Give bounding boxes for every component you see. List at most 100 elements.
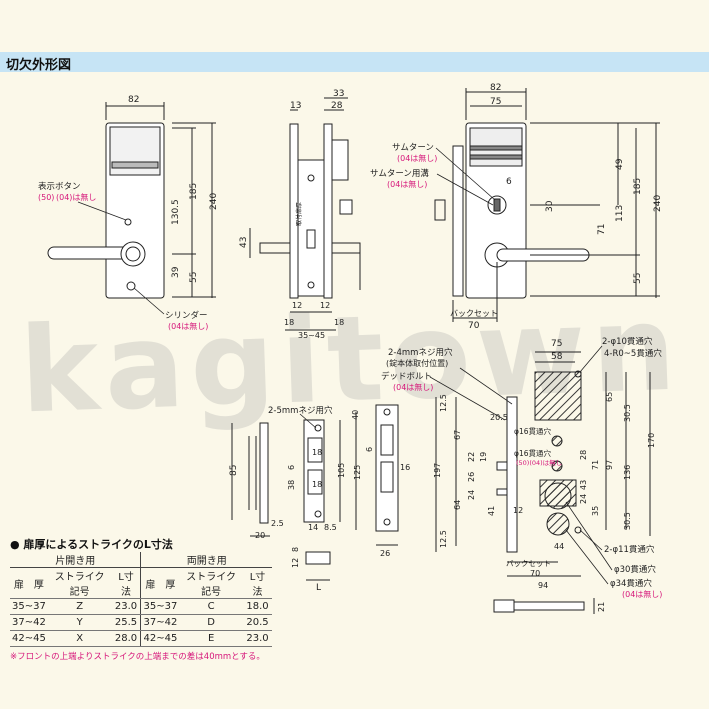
strike-dim-38: 38 [287,480,296,490]
mortise-dim-67: 67 [453,430,462,440]
front-view [47,102,216,299]
mortise-dim-41: 41 [487,506,496,516]
table-cell: 20.5 [242,614,272,631]
front-dim-240: 240 [209,193,219,210]
back-dim-49: 49 [615,158,625,170]
side-dim-43: 43 [239,237,249,248]
strike-dim-8: 8 [291,547,300,552]
strike-table: ● 扉厚によるストライクのL寸法 片開き用 両開き用 扉 厚 ストライク記号 L… [10,538,272,662]
front-dim-39: 39 [171,266,181,278]
thumb-label: サムターン [392,143,434,153]
table-cell: C [179,598,243,615]
strike-table-title: ● 扉厚によるストライクのL寸法 [10,538,173,551]
front-width-dim: 82 [128,95,139,105]
mortise-dim-12: 12 [513,506,523,515]
strike-dim-2-5: 2.5 [271,519,284,528]
table-header: 扉 厚 [140,567,180,599]
back-view [434,88,660,322]
mortise-screw-label-b: (錠本体取付位置) [386,358,448,368]
group-single: 片開き用 [10,552,141,568]
table-header: L寸法 [242,567,272,599]
table-cell: 35~37 [140,598,180,615]
back-backset-value: 70 [468,321,480,331]
mortise-dim-97: 97 [605,460,614,470]
table-cell: 28.0 [111,630,141,647]
mortise-backset-label: バックセット [506,559,551,568]
side-dim-18b: 18 [334,318,344,327]
strike-table-grid: 片開き用 両開き用 扉 厚 ストライク記号 L寸法 扉 厚 ストライク記号 L寸… [10,552,272,647]
mortise-dim-94: 94 [538,581,548,590]
side-dim-12b: 12 [320,301,330,310]
mortise-dim-28: 28 [579,450,588,460]
front-dim-130: 130.5 [171,199,181,225]
deadbolt-note: (04は無し) [393,382,433,392]
strike-dim-26: 26 [380,549,390,558]
mortise-dim-43: 43 [579,480,588,490]
strike-L-label: L [316,583,321,593]
table-cell: 37~42 [10,614,48,631]
table-cell: 23.0 [242,630,272,647]
mortise-dim-22: 22 [467,452,476,462]
hole-30-label: φ30貫通穴 [614,564,656,575]
side-view [249,97,361,331]
back-dim-113: 113 [615,205,625,222]
thumb-groove-note: (04は無し) [387,179,427,189]
mortise-dim-19: 19 [479,452,488,462]
table-cell: 42~45 [140,630,180,647]
hole-16b-note: (50)(04)は無し [516,458,562,467]
table-row: 35~37 Z 23.0 35~37 C 18.0 [10,598,272,615]
mortise-screw-label-a: 2-4mmネジ用穴 [388,347,453,358]
side-dim-12a: 12 [292,301,302,310]
indicator-note-a: (50) [38,193,54,202]
back-dim-75: 75 [490,97,501,107]
strike-dim-12: 12 [291,558,300,568]
mortise-dim-30-5b: 30.5 [623,512,632,530]
hole-r0-label: 4-R0~5貫通穴 [604,348,662,359]
hole-16b-label: φ16貫通穴 [514,448,551,458]
strike-dim-16: 16 [400,463,410,472]
mortise-dim-26: 26 [467,472,476,482]
table-cell: X [47,630,112,647]
mortise-dim-20-5: 20.5 [490,413,508,422]
mortise-dim-44: 44 [554,542,564,551]
table-cell: Y [47,614,112,631]
back-dim-55: 55 [633,273,643,284]
mount-label: 取付扉厚 [295,202,303,226]
cylinder-note: (04は無し) [168,321,208,331]
mortise-dim-70: 70 [530,569,540,578]
table-header: 扉 厚 [10,567,48,599]
side-dim-28: 28 [331,101,343,111]
mortise-dim-71: 71 [591,460,600,470]
table-cell: 35~37 [10,598,48,615]
table-header: L寸法 [111,567,141,599]
hole-10-label: 2-φ10貫通穴 [602,336,653,347]
cylinder-label: シリンダー [165,310,208,321]
thumb-groove-label: サムターン用溝 [370,168,429,179]
mortise-dim-12-5b: 12.5 [439,530,448,548]
hole-16a-label: φ16貫通穴 [514,426,551,436]
strike-table-note: ※フロントの上端よりストライクの上端までの差は40mmとする。 [10,652,265,662]
lever-rosette [120,241,146,267]
mortise-dim-21: 21 [597,602,606,612]
hole-34-note: (04は無し) [622,589,662,599]
mortise-dim-197: 197 [433,463,442,478]
back-dim-240: 240 [653,195,663,212]
mortise-dim-35: 35 [591,506,600,516]
strike-dim-14: 14 [308,523,318,532]
back-dim-185: 185 [633,178,643,195]
mortise-dim-30-5a: 30.5 [623,404,632,422]
table-cell: 37~42 [140,614,180,631]
side-dim-35-45: 35~45 [298,331,325,340]
strike-dim-20: 20 [255,531,265,540]
strike-screw-label: 2-5mmネジ用穴 [268,405,333,416]
strike-dim-125: 125 [353,465,362,480]
back-dim-30: 30 [545,200,555,212]
deadbolt-label: デッドボルト [381,371,432,382]
table-cell: 18.0 [242,598,272,615]
mortise-dim-65: 65 [605,392,614,402]
table-cell: E [179,630,243,647]
back-dim-6: 6 [506,177,512,187]
mortise-dim-170: 170 [647,433,656,448]
mortise-dim-64: 64 [453,500,462,510]
front-dim-185: 185 [189,183,199,200]
